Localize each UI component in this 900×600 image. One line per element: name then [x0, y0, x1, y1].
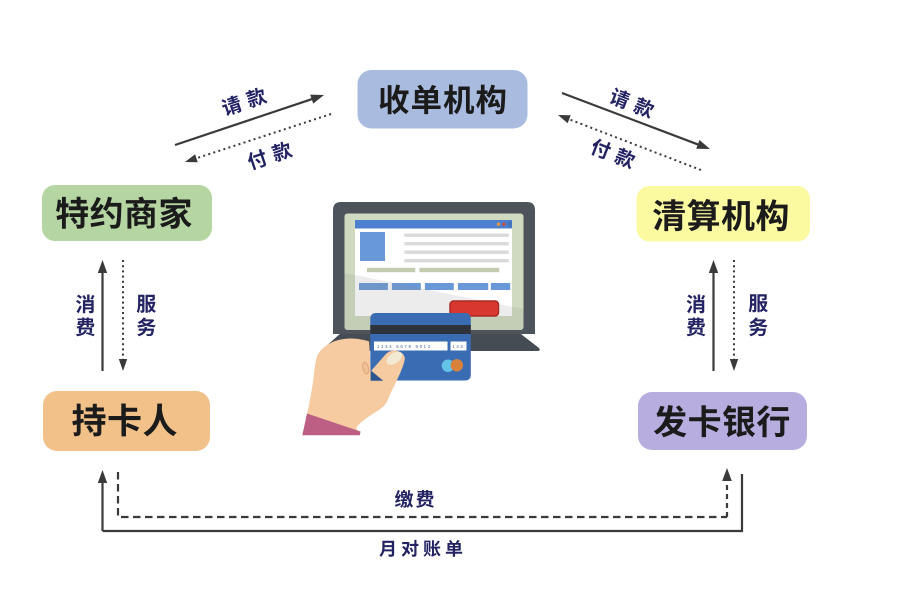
svg-text:123: 123: [453, 344, 465, 349]
svg-text:1234 5678 9012: 1234 5678 9012: [377, 344, 432, 349]
